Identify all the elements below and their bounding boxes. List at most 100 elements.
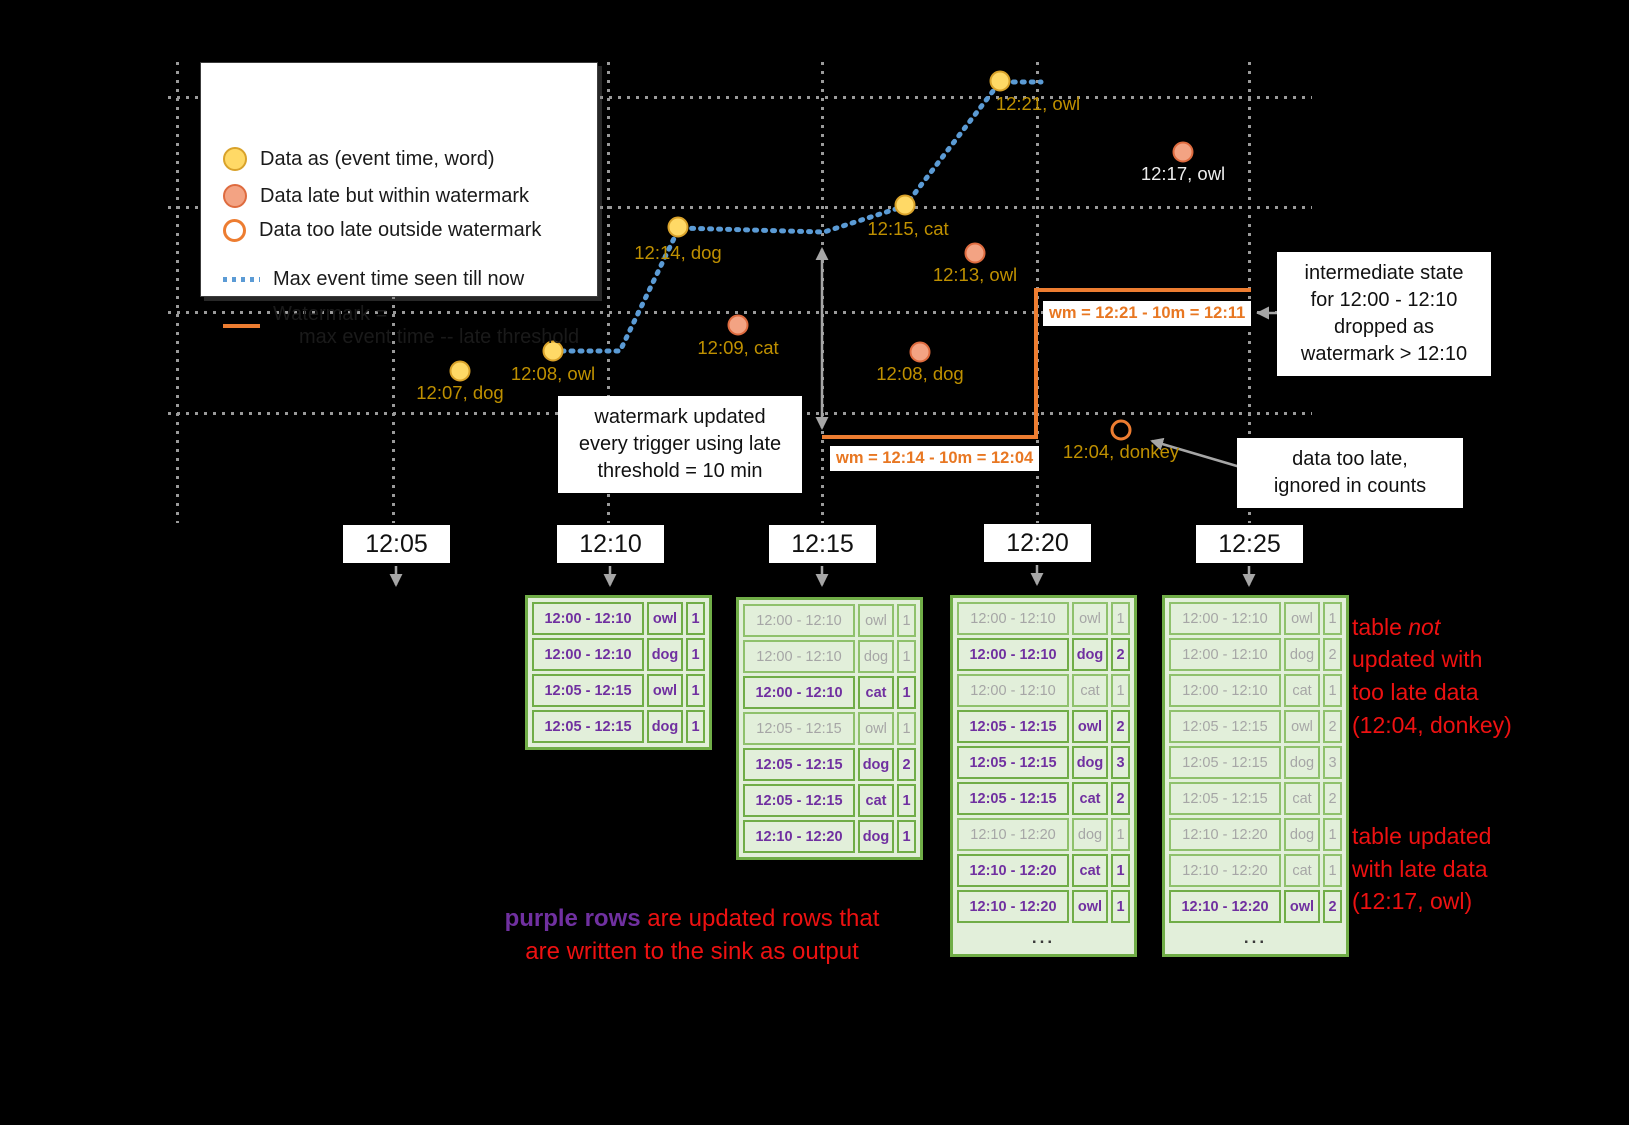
cell-window: 12:05 - 12:15 xyxy=(957,782,1069,815)
cell-count: 2 xyxy=(1323,890,1342,923)
annotation-purple-rows: purple rows are updated rows that are wr… xyxy=(442,868,942,969)
cell-count: 1 xyxy=(1111,890,1130,923)
event-dot-12-13-owl xyxy=(964,242,986,264)
cell-count: 1 xyxy=(686,710,705,743)
cell-word: cat xyxy=(1072,782,1108,815)
trigger-time-12-25: 12:25 xyxy=(1196,525,1303,563)
annotation-text: updated with too late data (12:04, donke… xyxy=(1352,646,1512,738)
cell-word: owl xyxy=(858,712,894,745)
cell-word: dog xyxy=(1284,818,1320,851)
watermark-value-1: wm = 12:14 - 10m = 12:04 xyxy=(830,446,1040,471)
event-dot-12-14-dog xyxy=(667,216,689,238)
cell-word: dog xyxy=(647,638,683,671)
cell-window: 12:05 - 12:15 xyxy=(743,712,855,745)
cell-window: 12:00 - 12:10 xyxy=(1169,638,1281,671)
cell-window: 12:00 - 12:10 xyxy=(1169,674,1281,707)
legend-label: Max event time seen till now xyxy=(273,268,525,290)
trigger-time-12-10: 12:10 xyxy=(557,525,664,563)
event-label-12-15-cat: 12:15, cat xyxy=(867,218,949,239)
cell-window: 12:05 - 12:15 xyxy=(957,710,1069,743)
processing-time-gridline xyxy=(821,62,824,523)
event-label-12-13-owl: 12:13, owl xyxy=(932,264,1018,285)
cell-word: cat xyxy=(1072,674,1108,707)
event-dot-12-17-owl xyxy=(1172,141,1194,163)
cell-window: 12:00 - 12:10 xyxy=(743,604,855,637)
cell-window: 12:00 - 12:10 xyxy=(532,638,644,671)
event-dot-12-07-dog xyxy=(449,360,471,382)
cell-count: 1 xyxy=(897,604,916,637)
legend-label: Data as (event time, word) xyxy=(260,147,495,170)
legend-item-watermark: Watermark = max event time -- late thres… xyxy=(223,303,579,349)
event-label-12-21-owl: 12:21, owl xyxy=(995,93,1081,114)
cell-window: 12:05 - 12:15 xyxy=(743,784,855,817)
cell-count: 2 xyxy=(1111,782,1130,815)
cell-word: cat xyxy=(1072,854,1108,887)
legend-label: Data late but within watermark xyxy=(260,184,530,207)
cell-word: dog xyxy=(1284,638,1320,671)
cell-window: 12:05 - 12:15 xyxy=(1169,710,1281,743)
cell-count: 2 xyxy=(1323,710,1342,743)
cell-count: 3 xyxy=(1323,746,1342,779)
purple-rows-highlight: purple rows xyxy=(504,904,641,932)
cell-window: 12:00 - 12:10 xyxy=(1169,602,1281,635)
cell-count: 1 xyxy=(1111,854,1130,887)
cell-word: owl xyxy=(1072,602,1108,635)
callout-too-late: data too late, ignored in counts xyxy=(1237,438,1463,508)
late-dot-icon xyxy=(223,184,247,208)
cell-window: 12:00 - 12:10 xyxy=(957,674,1069,707)
cell-count: 1 xyxy=(1111,818,1130,851)
event-label-12-08-dog: 12:08, dog xyxy=(876,363,964,384)
event-label-12-09-cat: 12:09, cat xyxy=(697,337,779,358)
legend-label: Watermark = max event time -- late thres… xyxy=(273,303,579,349)
annotation-text: table xyxy=(1352,613,1409,640)
cell-window: 12:10 - 12:20 xyxy=(957,818,1069,851)
watermark-value-2: wm = 12:21 - 10m = 12:11 xyxy=(1043,301,1252,326)
cell-word: dog xyxy=(858,640,894,673)
blue-dotted-line-icon xyxy=(223,277,260,282)
cell-window: 12:10 - 12:20 xyxy=(743,820,855,853)
legend-label: Data too late outside watermark xyxy=(259,219,542,241)
cell-count: 2 xyxy=(1111,710,1130,743)
event-label-12-08-owl: 12:08, owl xyxy=(510,363,596,384)
cell-count: 1 xyxy=(686,674,705,707)
cell-count: 1 xyxy=(1111,674,1130,707)
event-label-12-14-dog: 12:14, dog xyxy=(634,242,722,263)
table-ellipsis: ... xyxy=(1243,928,1268,947)
cell-count: 2 xyxy=(1323,638,1342,671)
event-dot-12-15-cat xyxy=(894,194,916,216)
cell-count: 1 xyxy=(1323,674,1342,707)
annotation-updated-late: table updated with late data (12:17, owl… xyxy=(1352,823,1492,915)
cell-word: cat xyxy=(858,784,894,817)
cell-window: 12:05 - 12:15 xyxy=(743,748,855,781)
cell-count: 1 xyxy=(1323,602,1342,635)
callout-watermark-updated: watermark updated every trigger using la… xyxy=(558,396,802,493)
legend-watermark-line2: max event time -- late threshold xyxy=(299,326,580,348)
cell-count: 1 xyxy=(1323,854,1342,887)
cell-window: 12:05 - 12:15 xyxy=(532,710,644,743)
callout-intermediate-state: intermediate state for 12:00 - 12:10 dro… xyxy=(1277,252,1491,376)
cell-window: 12:00 - 12:10 xyxy=(532,602,644,635)
annotation-italic: not xyxy=(1408,613,1441,640)
processing-time-gridline xyxy=(176,62,179,523)
orange-line-icon xyxy=(223,324,260,328)
